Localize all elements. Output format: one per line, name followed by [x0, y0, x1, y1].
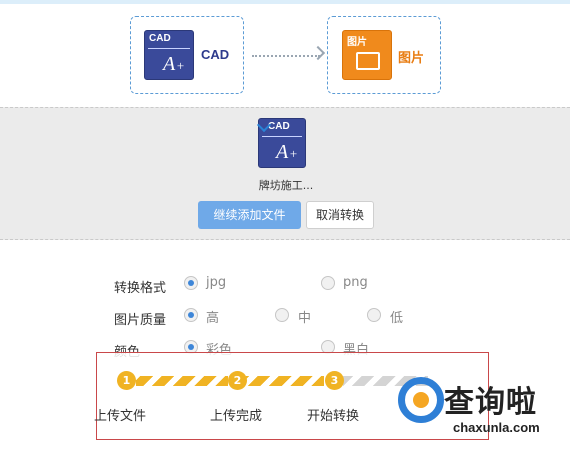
- image-file-icon: 图片: [342, 30, 392, 80]
- quality-high-text: 高: [206, 311, 220, 326]
- step-3-badge: 3: [325, 371, 344, 390]
- format-jpg-radio[interactable]: [184, 276, 198, 290]
- watermark-logo-icon: [398, 377, 444, 423]
- arrow-line: [252, 55, 320, 57]
- quality-medium-text: 中: [298, 311, 312, 326]
- source-format-label: CAD: [201, 47, 230, 62]
- arrow-right-icon: [310, 45, 326, 61]
- quality-label: 图片质量: [114, 313, 167, 328]
- source-format-box: CAD A + CAD: [130, 16, 244, 94]
- step-2-label: 上传完成: [210, 409, 263, 424]
- watermark-url: chaxunla.com: [453, 420, 540, 435]
- step-1-label: 上传文件: [94, 409, 147, 424]
- format-png-radio[interactable]: [321, 276, 335, 290]
- top-strip: [0, 0, 570, 4]
- target-format-label: 图片: [398, 50, 425, 65]
- quality-low-text: 低: [390, 311, 404, 326]
- format-label: 转换格式: [114, 281, 167, 296]
- progress-bar-segment-pending: [343, 376, 428, 386]
- uploaded-file-name: 牌坊施工...: [258, 179, 314, 192]
- uploaded-cad-file-icon: CAD A +: [258, 118, 306, 168]
- add-more-files-button[interactable]: 继续添加文件: [198, 201, 301, 229]
- progress-bar-segment: [246, 376, 324, 386]
- quality-low-radio[interactable]: [367, 308, 381, 322]
- cad-file-icon: CAD A +: [144, 30, 194, 80]
- quality-medium-radio[interactable]: [275, 308, 289, 322]
- step-1-badge: 1: [117, 371, 136, 390]
- watermark-text: 查询啦: [444, 385, 537, 420]
- step-3-label: 开始转换: [307, 409, 360, 424]
- quality-high-radio[interactable]: [184, 308, 198, 322]
- step-2-badge: 2: [228, 371, 247, 390]
- format-png-text: png: [343, 275, 368, 290]
- target-format-box: 图片 图片: [327, 16, 441, 94]
- progress-bar-segment: [136, 376, 228, 386]
- cancel-conversion-button[interactable]: 取消转换: [306, 201, 374, 229]
- format-jpg-text: jpg: [206, 275, 227, 290]
